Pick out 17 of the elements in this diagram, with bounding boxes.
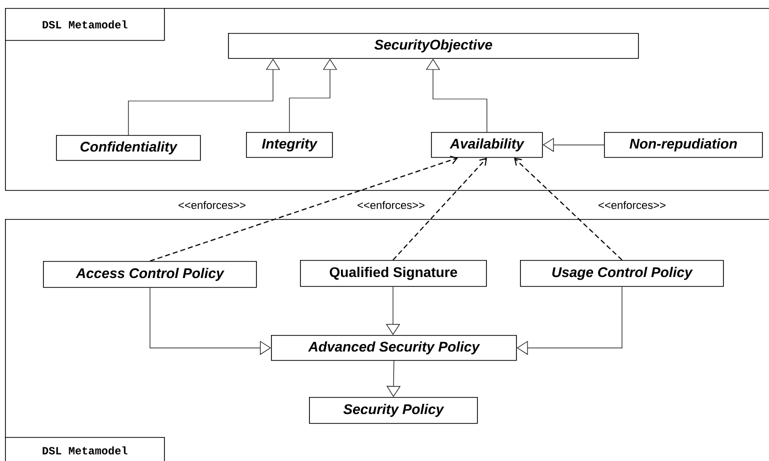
dependency-arrow xyxy=(392,158,487,260)
class-box: Availability xyxy=(431,132,543,158)
class-box: Confidentiality xyxy=(56,135,201,161)
class-box: SecurityObjective xyxy=(228,33,639,59)
class-box: Non-repudiation xyxy=(604,132,763,158)
class-box: Security Policy xyxy=(309,397,478,424)
edge-label: <<enforces>> xyxy=(356,200,426,210)
dependency-arrow xyxy=(514,158,622,260)
class-box: Advanced Security Policy xyxy=(271,335,517,361)
class-box: Integrity xyxy=(246,132,333,158)
class-box: Access Control Policy xyxy=(43,261,257,288)
edge-label: <<enforces>> xyxy=(177,200,247,210)
class-box: Qualified Signature xyxy=(300,260,487,287)
class-box: Usage Control Policy xyxy=(520,260,724,287)
edge-label: <<enforces>> xyxy=(597,200,667,210)
generalization-arrow xyxy=(150,288,271,355)
dependency-arrow xyxy=(150,156,458,262)
